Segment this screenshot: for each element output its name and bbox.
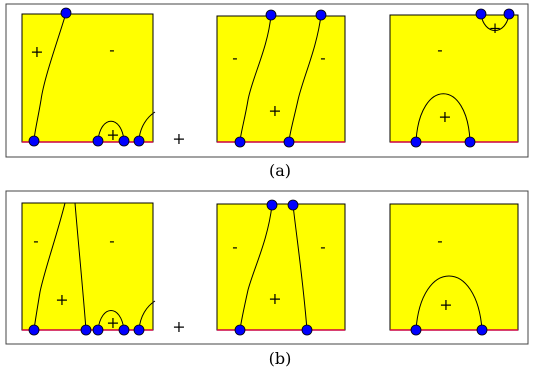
diagram-a2-sign-2: - bbox=[320, 48, 325, 67]
diagram-a1-point-1 bbox=[28, 135, 40, 147]
diagram-a1-sign-2: - bbox=[109, 40, 114, 59]
diagram-b3-square bbox=[389, 203, 519, 331]
diagram-b1-sign-3: + bbox=[55, 290, 68, 309]
diagram-a2-point-bottom-2 bbox=[283, 136, 295, 148]
diagram-b2-curve-left bbox=[239, 204, 273, 331]
diagram-a1-curve-bump bbox=[97, 120, 125, 141]
diagram-a1-curve-main bbox=[33, 12, 67, 141]
diagram-b3-sign-2: + bbox=[439, 295, 452, 314]
diagram-a2-sign-1: - bbox=[232, 48, 237, 67]
panel-a-caption: (a) bbox=[269, 161, 291, 180]
panel-a: + - + + - - + bbox=[5, 3, 529, 180]
diagram-b2-sign-2: - bbox=[320, 237, 325, 256]
diagram-b3-sign-1: - bbox=[437, 231, 442, 250]
diagram-b3-curve-arch bbox=[415, 275, 483, 331]
diagram-b1-point-5 bbox=[133, 324, 145, 336]
panel-b-caption: (b) bbox=[269, 349, 292, 368]
diagram-a3-sign-2: + bbox=[438, 107, 451, 126]
diagram-b2-square bbox=[216, 203, 346, 331]
diagram-b1-curve-left bbox=[33, 202, 66, 331]
diagram-b2: - - + bbox=[216, 199, 346, 336]
diagram-a1: + - + + bbox=[21, 7, 186, 148]
diagram-a3-point-bottom-1 bbox=[410, 136, 422, 148]
panel-b: - - + + + - - + bbox=[5, 190, 529, 368]
diagram-b1-point-2 bbox=[80, 324, 92, 336]
diagram-b2-point-top-2 bbox=[287, 199, 299, 211]
diagram-b2-point-top-1 bbox=[266, 199, 278, 211]
diagram-b1-sign-1: - bbox=[33, 231, 38, 250]
diagram-b2-sign-3: + bbox=[268, 289, 281, 308]
diagram-a2-curve-right bbox=[288, 14, 322, 142]
diagram-b1-point-1 bbox=[28, 324, 40, 336]
diagram-a2-square bbox=[216, 15, 346, 143]
diagram-b3: - + bbox=[389, 203, 519, 336]
diagram-a1-sign-3: + bbox=[106, 125, 119, 144]
diagram-a2-point-top-1 bbox=[265, 9, 277, 21]
diagram-b2-point-bottom-2 bbox=[301, 324, 313, 336]
diagram-a3-point-top-2 bbox=[503, 8, 515, 20]
diagram-b1-outside-sign: + bbox=[172, 317, 185, 336]
diagram-a2: - - + bbox=[216, 9, 346, 148]
diagram-b1-curve-bump bbox=[97, 310, 125, 331]
diagram-b1: - - + + + bbox=[21, 202, 186, 336]
panel-a-frame bbox=[5, 3, 529, 158]
diagram-b1-sign-2: - bbox=[109, 231, 114, 250]
diagram-a1-point-2 bbox=[92, 135, 104, 147]
diagram-b2-curve-right bbox=[292, 204, 308, 331]
diagram-b1-curve-mid bbox=[74, 202, 87, 331]
diagram-b1-point-3 bbox=[92, 324, 104, 336]
diagram-b1-point-4 bbox=[118, 324, 130, 336]
diagram-a2-point-top-2 bbox=[315, 9, 327, 21]
diagram-b1-sign-4: + bbox=[106, 313, 119, 332]
diagram-a1-point-4 bbox=[133, 135, 145, 147]
diagram-a2-sign-3: + bbox=[268, 101, 281, 120]
diagram-a1-outside-sign: + bbox=[172, 129, 185, 148]
diagram-b3-point-bottom-1 bbox=[410, 324, 422, 336]
diagram-a2-curve-left bbox=[239, 14, 272, 142]
diagram-b1-square bbox=[21, 202, 154, 331]
diagram-a3-sign-3: + bbox=[489, 19, 502, 37]
diagram-a1-point-top bbox=[60, 7, 72, 19]
diagram-a1-square bbox=[21, 13, 154, 143]
diagram-a2-point-bottom-1 bbox=[234, 136, 246, 148]
diagram-a3-curve-top bbox=[480, 13, 510, 31]
diagram-a3-curve-arch bbox=[415, 93, 471, 142]
diagram-a1-sign-1: + bbox=[30, 42, 43, 61]
diagram-a3-sign-1: - bbox=[437, 40, 442, 59]
diagram-b2-sign-1: - bbox=[232, 237, 237, 256]
diagram-a3-point-top-1 bbox=[475, 8, 487, 20]
diagram-b2-point-bottom-1 bbox=[234, 324, 246, 336]
diagram-a1-point-3 bbox=[118, 135, 130, 147]
diagram-a3: - + + bbox=[389, 8, 519, 148]
diagram-a3-point-bottom-2 bbox=[464, 136, 476, 148]
diagram-b3-point-bottom-2 bbox=[476, 324, 488, 336]
panel-b-frame bbox=[5, 190, 529, 345]
